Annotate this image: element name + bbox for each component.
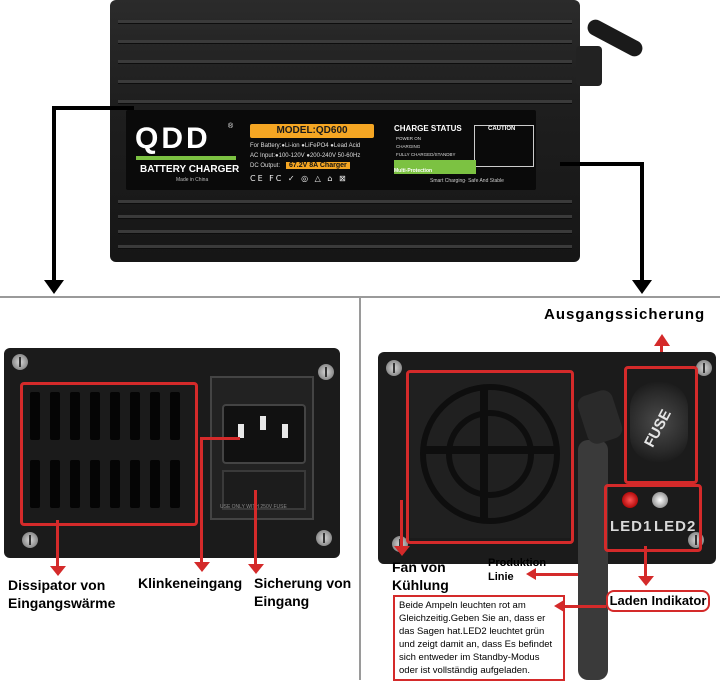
status-charging: CHARGING: [396, 144, 421, 149]
socket-label: Klinkeneingang: [138, 575, 243, 591]
cooling-fan: [410, 372, 570, 538]
logo-stripe: [136, 156, 236, 160]
input-fuse-drawer: [222, 470, 306, 510]
led-description: Beide Ampeln leuchten rot am Gleichzeiti…: [393, 595, 565, 681]
fan-highlight: [406, 370, 574, 544]
led2-label: LED2: [654, 518, 697, 535]
connector-line-right-v: [640, 162, 644, 286]
input-fuse-label: Sicherung von Eingang: [254, 575, 352, 609]
input-fuse-pointer: [254, 490, 257, 568]
dissipator-pointer: [56, 520, 59, 570]
production-line-label: Produktion Linie: [488, 557, 547, 583]
led-highlight: [604, 484, 702, 552]
fan-pointer: [400, 500, 403, 550]
arrow-left-icon: [554, 600, 564, 612]
screw-icon: [12, 354, 28, 370]
model-badge: MODEL:QD600: [250, 124, 374, 138]
brand-logo: QDD: [135, 122, 211, 155]
multi-protection: Multi-Protection: [394, 168, 433, 174]
dc-output-label: DC Output:: [250, 163, 281, 169]
battery-types: For Battery:●Li-ion ●LiFePO4 ●Lead Acid: [250, 143, 361, 149]
arrow-down-icon: [632, 280, 652, 294]
dissipator-highlight: [20, 382, 198, 526]
caution-title: CAUTION: [488, 126, 516, 132]
screw-icon: [316, 530, 332, 546]
connector-line-right-h: [560, 162, 644, 166]
connector-line-left-v: [52, 106, 56, 286]
made-in-label: Made in China: [176, 177, 209, 183]
arrow-down-icon: [50, 566, 66, 576]
smart-charging: Smart Charging· Safe And Stable: [430, 178, 504, 184]
certification-marks: CE FC ✓ ◎ △ ⌂ ⊠: [250, 174, 348, 183]
cable-strain-relief: [576, 46, 602, 86]
socket-pointer-h: [200, 437, 240, 440]
arrow-up-icon: [654, 334, 670, 346]
iec-socket: [222, 404, 306, 464]
output-fuse-holder: [630, 382, 688, 462]
connector-line-left-h: [52, 106, 134, 110]
ac-input: AC Input:●100-120V ●200-240V 50-60Hz: [250, 153, 361, 159]
screw-icon: [696, 360, 712, 376]
feature-icons-strip: [394, 160, 476, 174]
registered-mark: ®: [228, 123, 234, 130]
divider-vertical: [359, 296, 361, 680]
dissipator-label: Dissipator von Eingangswärme: [8, 577, 116, 611]
screw-icon: [318, 364, 334, 380]
charge-status-title: CHARGE STATUS: [394, 124, 462, 133]
socket-pointer-v: [200, 437, 203, 567]
status-fully-charged: FULLY CHARGED/STANDBY: [396, 152, 456, 157]
output-cable-lead: [578, 440, 608, 680]
fan-label: Fan von Kühlung: [392, 559, 449, 593]
arrow-down-icon: [638, 576, 654, 586]
caution-box: [474, 125, 534, 167]
led1-lamp: [622, 492, 638, 508]
dc-output-value: 67.2V 8A Charger: [286, 162, 350, 169]
arrow-down-icon: [248, 564, 264, 574]
led2-lamp: [652, 492, 668, 508]
output-fuse-label: Ausgangssicherung: [544, 306, 706, 323]
arrow-down-icon: [44, 280, 64, 294]
output-fuse-highlight: [624, 366, 698, 484]
led1-label: LED1: [610, 518, 653, 535]
fuse-marking: USE ONLY WITH 250V FUSE: [220, 504, 287, 510]
arrow-down-icon: [394, 546, 410, 556]
charger-label-panel: [126, 110, 536, 190]
screw-icon: [22, 532, 38, 548]
status-power-on: POWER ON: [396, 136, 422, 141]
product-label: BATTERY CHARGER: [140, 164, 240, 175]
led-pointer: [644, 546, 647, 576]
ventilation-grille: [24, 384, 194, 520]
arrow-left-icon: [526, 568, 536, 580]
production-line-pointer: [536, 573, 578, 576]
arrow-down-icon: [194, 562, 210, 572]
screw-icon: [386, 360, 402, 376]
led-description-pointer: [562, 605, 606, 608]
led-indicator-label: Laden Indikator: [606, 590, 710, 612]
